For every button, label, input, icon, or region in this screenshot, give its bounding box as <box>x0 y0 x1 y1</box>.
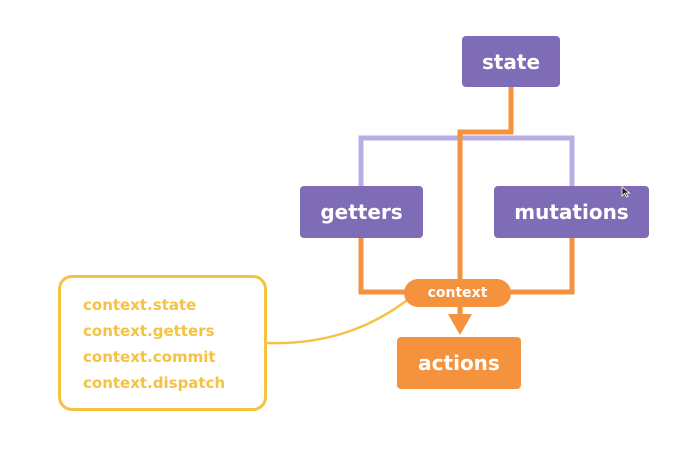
state-to-getters-mutations-line <box>358 135 575 186</box>
actions-node: actions <box>397 337 521 389</box>
actions-label: actions <box>418 351 500 375</box>
state-node: state <box>462 36 560 87</box>
context-property-commit: context.commit <box>83 348 216 366</box>
context-label: context <box>427 285 488 301</box>
mutations-to-context-line <box>505 238 575 295</box>
context-node: context <box>404 279 511 307</box>
getters-label: getters <box>320 200 403 224</box>
context-property-getters: context.getters <box>83 322 215 340</box>
state-label: state <box>481 49 541 74</box>
getters-node: getters <box>300 186 423 238</box>
info-to-context-line <box>266 297 411 345</box>
context-property-dispatch: context.dispatch <box>83 374 226 392</box>
arrow-down-icon <box>448 314 472 335</box>
cursor-pointer-icon <box>621 186 631 198</box>
state-to-context-line <box>457 87 514 300</box>
getters-to-context-line <box>358 238 410 295</box>
mutations-label: mutations <box>514 200 629 224</box>
context-property-state: context.state <box>83 296 197 314</box>
context-properties-box: context.state context.getters context.co… <box>58 275 267 411</box>
